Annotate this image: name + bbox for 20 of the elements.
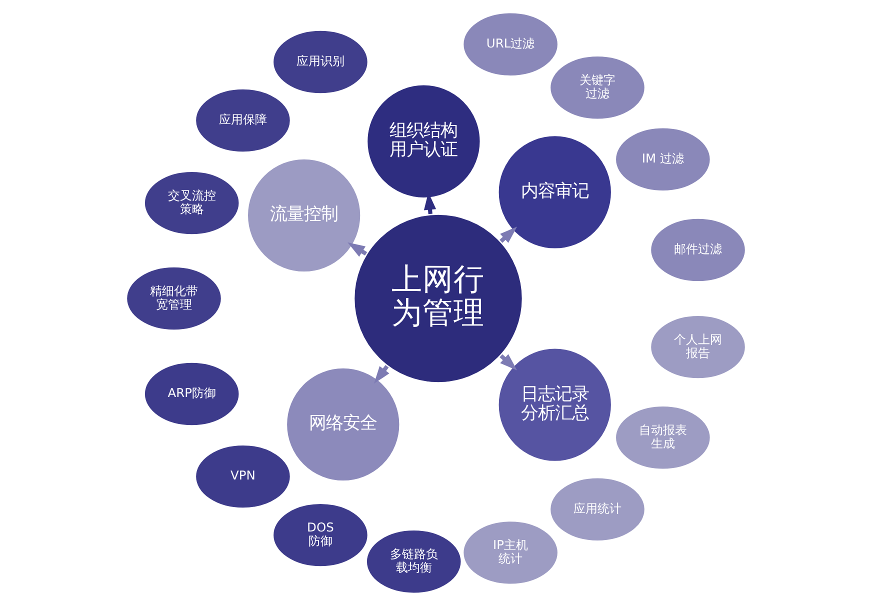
node-ellipse: 应用保障 [194, 87, 292, 154]
node-ellipse: 邮件过滤 [648, 216, 746, 284]
node-circle: 日志记录分析汇总 [496, 346, 612, 463]
node-ellipse: DOS防御 [271, 502, 369, 568]
node-ellipse: 精细化带宽管理 [124, 265, 222, 332]
node-ellipse: 交叉流控策略 [142, 170, 240, 236]
node-ellipse: URL过滤 [461, 11, 559, 78]
node-circle: 流量控制 [245, 157, 362, 274]
node-ellipse: 个人上网报告 [648, 314, 746, 380]
node-ellipse: IP主机统计 [461, 520, 559, 586]
node-ellipse: 关键字过滤 [548, 54, 646, 121]
node-circle: 组织结构用户认证 [365, 83, 482, 200]
node-ellipse: ARP防御 [142, 360, 240, 428]
node-ellipse: 应用识别 [271, 28, 369, 96]
node-ellipse: 多链路负载均衡 [364, 528, 462, 595]
node-ellipse: 应用统计 [548, 476, 646, 543]
node-ellipse: 自动报表生成 [614, 404, 712, 471]
node-ellipse: VPN [194, 443, 292, 510]
node-ellipse: IM 过滤 [614, 126, 712, 193]
node-circle: 内容审记 [496, 134, 612, 250]
